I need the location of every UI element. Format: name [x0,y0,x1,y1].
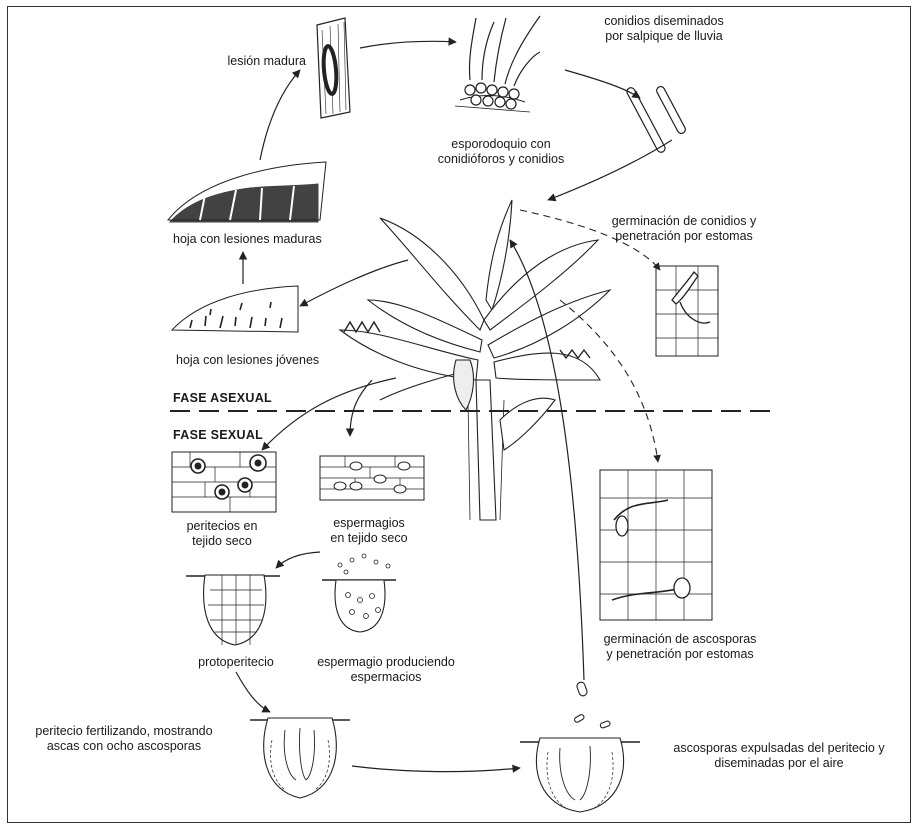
spermagonium-drawing [322,554,396,632]
label-conidia-dispersed-line1: conidios diseminados [574,14,754,29]
label-perithecia-line2: tejido seco [162,534,282,549]
ascospore-germination-drawing [600,470,712,620]
perithecia-tissue-drawing [172,452,276,512]
label-fertilized-perithecium: peritecio fertilizando, mostrando ascas … [12,724,236,754]
protoperithecium-drawing [186,575,280,645]
label-sporodochium-line2: conidióforos y conidios [416,152,586,167]
label-ascospore-germination-line2: y penetración por estomas [580,647,780,662]
leaf-mature-lesions-drawing [168,162,326,222]
label-perithecia: peritecios en tejido seco [162,519,282,549]
phase-asexual-label: FASE ASEXUAL [173,391,272,405]
expelling-perithecium-drawing [520,681,640,812]
phase-sexual-label: FASE SEXUAL [173,428,263,442]
label-conidia-germination-line2: penetración por estomas [588,229,780,244]
label-ascospore-germination: germinación de ascosporas y penetración … [580,632,780,662]
label-leaf-young-lesions: hoja con lesiones jóvenes [176,353,366,368]
label-spermagonia-line2: en tejido seco [304,531,434,546]
spermagonia-tissue-drawing [320,456,424,500]
label-sporodochium: esporodoquio con conidióforos y conidios [416,137,586,167]
mature-lesion-drawing [317,18,350,118]
fertilized-perithecium-drawing [250,718,350,798]
label-ascospores-expelled-line2: diseminadas por el aire [654,756,904,771]
label-spermagonium-producing-line2: espermacios [296,670,476,685]
label-ascospore-germination-line1: germinación de ascosporas [580,632,780,647]
label-conidia-germination-line1: germinación de conidios y [588,214,780,229]
leaf-young-lesions-drawing [172,286,298,332]
label-protoperithecium: protoperitecio [176,655,296,670]
label-spermagonium-producing: espermagio produciendo espermacios [296,655,476,685]
label-ascospores-expelled-line1: ascosporas expulsadas del peritecio y [654,741,904,756]
label-fertilized-perithecium-line2: ascas con ocho ascosporas [12,739,236,754]
label-mature-lesion: lesión madura [196,54,306,69]
sporodochium-drawing [455,16,540,112]
label-conidia-dispersed: conidios diseminados por salpique de llu… [574,14,754,44]
label-sporodochium-line1: esporodoquio con [416,137,586,152]
label-perithecia-line1: peritecios en [162,519,282,534]
label-conidia-germination: germinación de conidios y penetración po… [588,214,780,244]
conidia-germination-drawing [656,266,718,356]
label-spermagonia: espermagios en tejido seco [304,516,434,546]
label-leaf-mature-lesions: hoja con lesiones maduras [173,232,373,247]
label-spermagonia-line1: espermagios [304,516,434,531]
label-ascospores-expelled: ascosporas expulsadas del peritecio y di… [654,741,904,771]
label-spermagonium-producing-line1: espermagio produciendo [296,655,476,670]
label-fertilized-perithecium-line1: peritecio fertilizando, mostrando [12,724,236,739]
label-conidia-dispersed-line2: por salpique de lluvia [574,29,754,44]
